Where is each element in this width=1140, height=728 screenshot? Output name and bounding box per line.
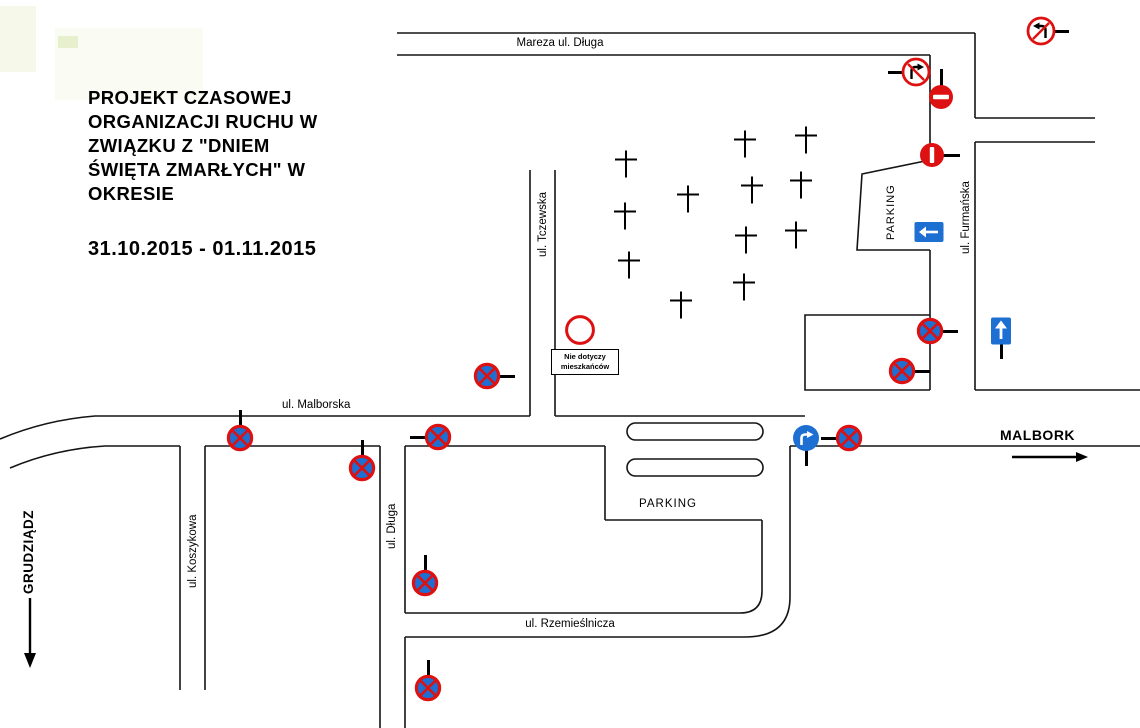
sign-post [888,70,905,74]
no-entry-sign [928,84,954,110]
no-vehicles-sign [564,314,596,346]
grave-cross [741,176,763,204]
no-stopping-sign [473,362,501,390]
no-stopping-sign [835,424,863,452]
grave-cross [734,130,756,158]
plan-dates: 31.10.2015 - 01.11.2015 [88,238,317,260]
grudziadz-arrowhead [24,653,36,668]
road-rzemieslnicza-north-edge [405,520,763,614]
sign-post [913,369,930,373]
grave-cross [785,221,807,249]
grave-cross [790,171,812,199]
sign-post [498,374,515,378]
grave-cross [618,251,640,279]
grave-cross [677,185,699,213]
no-entry-sign-vertical [919,142,945,168]
sign-post [941,329,958,333]
traffic-island [626,422,764,441]
scan-artifact [58,36,78,48]
no-stopping-sign [916,317,944,345]
destination-label-malbork: MALBORK [1000,427,1076,443]
grave-cross [733,273,755,301]
sign-post [999,342,1003,359]
sign-post [423,555,427,572]
no-left-turn-sign [1026,16,1056,46]
sign-post [426,660,430,677]
sign-post [804,449,808,466]
grave-cross [615,150,637,178]
grave-cross [670,291,692,319]
property-block-outline [804,314,930,391]
grave-cross [735,226,757,254]
traffic-island [626,458,764,477]
exemption-plate: Nie dotyczy mieszkańców [551,349,619,376]
road-malborska-north-edge-west [0,415,530,440]
no-stopping-sign [888,357,916,385]
no-stopping-sign [411,569,439,597]
no-stopping-sign [226,424,254,452]
sign-post [360,440,364,457]
mandatory-right-turn-sign [793,425,820,452]
plan-title: PROJEKT CZASOWEJ ORGANIZACJI RUCHU W ZWI… [88,87,318,204]
grave-cross [614,202,636,230]
sign-post [1052,29,1069,33]
one-way-sign [991,317,1012,345]
malbork-arrowhead [1076,452,1088,462]
scan-artifact [0,6,36,72]
sign-post [410,435,427,439]
grave-cross [795,126,817,154]
no-stopping-sign [348,454,376,482]
no-stopping-sign [414,674,442,702]
parking-bay-outline [856,159,931,251]
no-stopping-sign [424,423,452,451]
parking-lot-label: PARKING [639,498,697,510]
direction-left-sign [914,222,944,243]
street-label-malborska: ul. Malborska [282,399,351,411]
sign-post [939,69,943,86]
street-label-rzemieslnicza: ul. Rzemieślnicza [525,618,615,630]
scan-artifact [55,28,203,100]
sign-post [821,436,838,440]
street-label-mareza-dluga: Mareza ul. Długa [516,37,604,49]
direction-arrows [24,452,1088,668]
no-right-turn-sign [901,57,931,87]
road-rzemieslnicza-south-edge [405,446,791,638]
sign-post [238,410,242,427]
road-malborska-south-edge-1 [9,445,180,469]
sign-post [943,153,960,157]
